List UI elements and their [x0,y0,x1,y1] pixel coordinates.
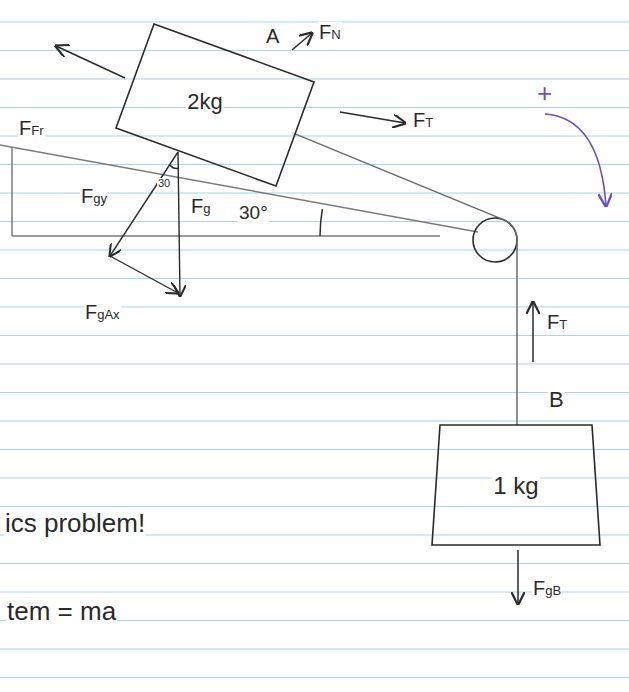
mass-value: 1 kg [492,474,539,498]
small-angle-arc [170,165,179,169]
wedge-side [11,147,13,236]
mass-block: A 2kg [110,20,320,190]
weight-parallel [110,256,178,293]
block-name: B [548,389,565,411]
force-label: FgAx [84,302,121,322]
weight-arrow [517,550,519,604]
weight-vector [178,152,180,296]
mass-value: 2kg [186,91,223,113]
force-triangle [110,152,180,296]
force-label: Fg [190,196,211,216]
tension-arrow [340,112,405,123]
force-label: FT [546,312,568,332]
block-outline [432,425,600,545]
wedge-base [12,235,440,237]
angle-label: 30 [157,178,171,189]
angle-label: 30° [238,203,269,222]
force-label: FT [412,110,434,130]
force-label: Fgy [80,186,108,206]
angle-arc [320,209,322,236]
weight-perpendicular [110,152,178,256]
ruled-lines [0,22,629,678]
incline-wedge [0,145,478,236]
normal-force-arrow [292,33,312,50]
force-label: FN [318,22,342,42]
block-outline [116,24,314,186]
block-name: A [265,26,280,46]
incline-surface [0,145,478,232]
friction-arrow [56,46,125,78]
force-label: FgB [532,578,562,598]
force-label: FFr [18,118,45,138]
note-text: tem = ma [6,598,117,624]
note-text: ics problem! [4,510,146,536]
mass-block: B1 kg [430,425,602,547]
positive-direction-arrow [545,114,606,206]
sign-label: + [536,80,553,106]
tension-arrow [532,302,534,362]
rope [295,134,517,425]
